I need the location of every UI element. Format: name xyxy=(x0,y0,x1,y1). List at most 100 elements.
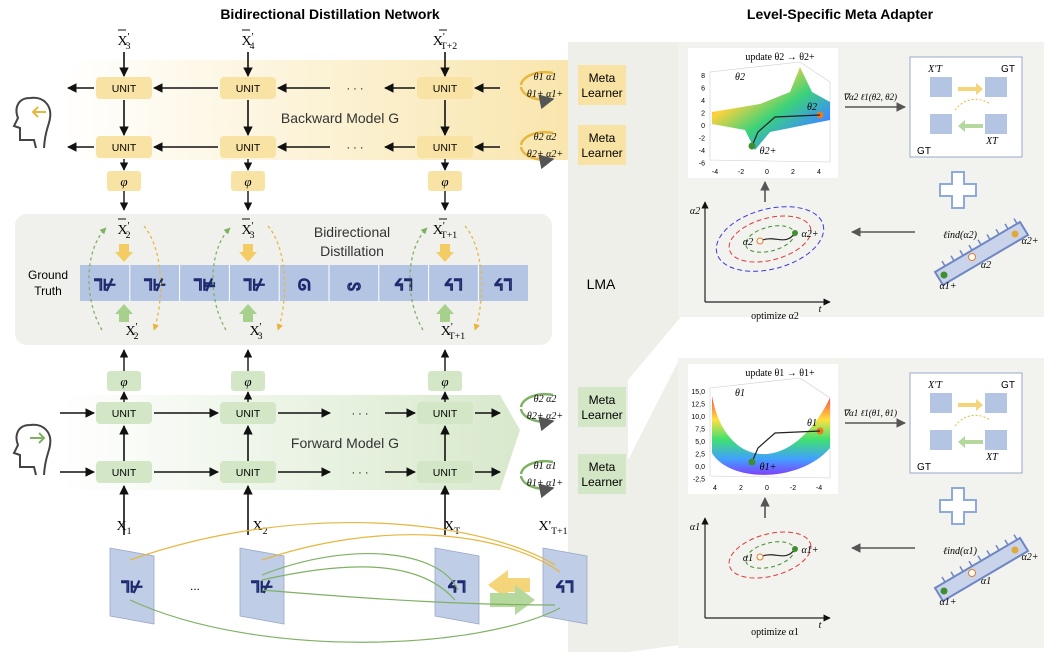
forward-band xyxy=(60,395,520,490)
theta-plus-point xyxy=(748,458,756,466)
backward-input-1: X'4 xyxy=(242,32,255,52)
ruler-label-b: α2+ xyxy=(1022,552,1039,563)
t-label: t xyxy=(819,620,822,631)
unit-backward-top xyxy=(96,77,152,99)
alpha-plus-other-point xyxy=(940,587,948,595)
contour-path xyxy=(759,232,796,242)
forward-input-2: XT xyxy=(444,519,460,537)
ruler-tick xyxy=(986,550,991,556)
ruler-tick xyxy=(1004,223,1009,230)
gt-thumb-2 xyxy=(930,114,952,134)
ellipsis: · · · xyxy=(346,142,363,154)
theta-plus-point xyxy=(748,142,756,150)
z-tick: -2 xyxy=(699,136,705,143)
ruler-label-b: α2+ xyxy=(1022,236,1039,247)
z-tick: 12,5 xyxy=(691,402,705,409)
green-dashed-curve xyxy=(88,227,107,331)
update-path xyxy=(751,430,821,463)
ruler-tick xyxy=(968,244,973,251)
ruler-tick xyxy=(977,239,982,246)
frame-link-3 xyxy=(261,589,556,606)
unit-backward-bottom xyxy=(417,136,473,158)
distill-label-line2: Distillation xyxy=(320,243,384,259)
gt-strip-bg xyxy=(80,265,528,301)
green-dashed-curve xyxy=(212,227,231,331)
x-axis-label: optimize α2 xyxy=(751,311,799,322)
update-label: update θ2 → θ2+ xyxy=(745,52,815,63)
backward-model: X'3UNITUNITφX'4UNITUNITφX'T+2UNITUNITφ· … xyxy=(67,29,500,211)
ellipsis: · · · xyxy=(351,467,368,479)
loss-surface xyxy=(712,396,830,475)
x-tick: 4 xyxy=(817,169,821,176)
contour-alpha-plus-label: α1+ xyxy=(802,545,819,556)
frame-link-5 xyxy=(261,553,459,591)
phi-box xyxy=(231,171,265,191)
frame-glyph-1: ᒣ⊬ xyxy=(251,579,273,596)
xt-prime-label: X'T xyxy=(927,64,943,75)
unit-backward-top xyxy=(220,77,276,99)
ruler-tick xyxy=(977,555,982,562)
title-left: Bidirectional Distillation Network xyxy=(220,6,440,22)
unit-forward-bottom xyxy=(417,461,473,483)
meta-params-plus-f0: θ2+ α2+ xyxy=(527,411,563,422)
ruler-tick xyxy=(950,255,955,262)
theta-label: θ1 xyxy=(735,388,745,399)
z-tick: 0 xyxy=(701,123,705,130)
yellow-down-arrow xyxy=(239,244,257,262)
lma-connector-bottom xyxy=(628,358,680,652)
unit-label: UNIT xyxy=(433,467,458,479)
ruler-tick xyxy=(1013,218,1018,224)
frame-1 xyxy=(239,547,285,625)
unit-label: UNIT xyxy=(236,142,261,154)
gt-arrow-yellow xyxy=(958,399,983,411)
meta-arc-top xyxy=(519,392,554,408)
frame-glyph-0: ᒣ⊬ xyxy=(121,579,143,596)
z-tick: -4 xyxy=(699,148,705,155)
backward-output-0: X'2 xyxy=(118,221,131,241)
loss-label: ℓind(α2) xyxy=(943,230,978,241)
gt-frame-1: ᒣ⊬ xyxy=(144,277,166,294)
meta-params-b0: θ1 α1 xyxy=(534,72,557,83)
unit-forward-top xyxy=(220,402,276,424)
gt-label-bottom: GT xyxy=(917,146,931,157)
unit-backward-top xyxy=(417,77,473,99)
phi-box xyxy=(428,171,462,191)
unit-label: UNIT xyxy=(112,142,137,154)
gt-thumb-0 xyxy=(930,393,952,413)
gt-frame-5: ᔕ xyxy=(347,277,361,294)
z-tick: 15,0 xyxy=(691,389,705,396)
frame-2 xyxy=(434,547,480,625)
z-tick: 2 xyxy=(701,111,705,118)
meta-learner-box xyxy=(578,454,626,494)
unit-backward-bottom xyxy=(96,136,152,158)
x-tick: 0 xyxy=(765,485,769,492)
meta-learner-label-1: Meta xyxy=(589,393,616,407)
yellow-dashed-curve xyxy=(464,225,483,331)
x-tick: -2 xyxy=(790,485,796,492)
contour-alpha-plus-point xyxy=(792,230,798,236)
gt-frame-0: ᒣ⊬ xyxy=(94,277,116,294)
backward-input-2: X'T+2 xyxy=(433,32,458,52)
contour-alpha-plus-label: α2+ xyxy=(802,229,819,240)
gt-thumb-3 xyxy=(985,430,1007,450)
frames-ellipsis: ... xyxy=(190,579,200,593)
alpha-point xyxy=(968,253,976,261)
theta-point-label: θ2 xyxy=(807,102,817,113)
unit-forward-top xyxy=(417,402,473,424)
meta-arc-bottom xyxy=(519,146,555,170)
forward-head-icon xyxy=(12,423,52,476)
meta-arc-bottom xyxy=(519,408,555,432)
backward-output-2: X'T+1 xyxy=(433,221,458,241)
phi-box xyxy=(428,371,462,391)
meta-arc-bottom xyxy=(519,86,555,110)
z-tick: -6 xyxy=(699,161,705,168)
meta-learner-label-1: Meta xyxy=(589,131,616,145)
forward-input-0: X1 xyxy=(116,519,131,537)
meta-params-plus-f1: θ1+ α1+ xyxy=(527,478,563,489)
meta-params-f1: θ1 α1 xyxy=(534,461,557,472)
x-tick: 0 xyxy=(765,169,769,176)
contour-alpha-label: α1 xyxy=(743,553,753,564)
meta-arc-top xyxy=(519,130,554,146)
backward-head-icon xyxy=(12,96,52,149)
